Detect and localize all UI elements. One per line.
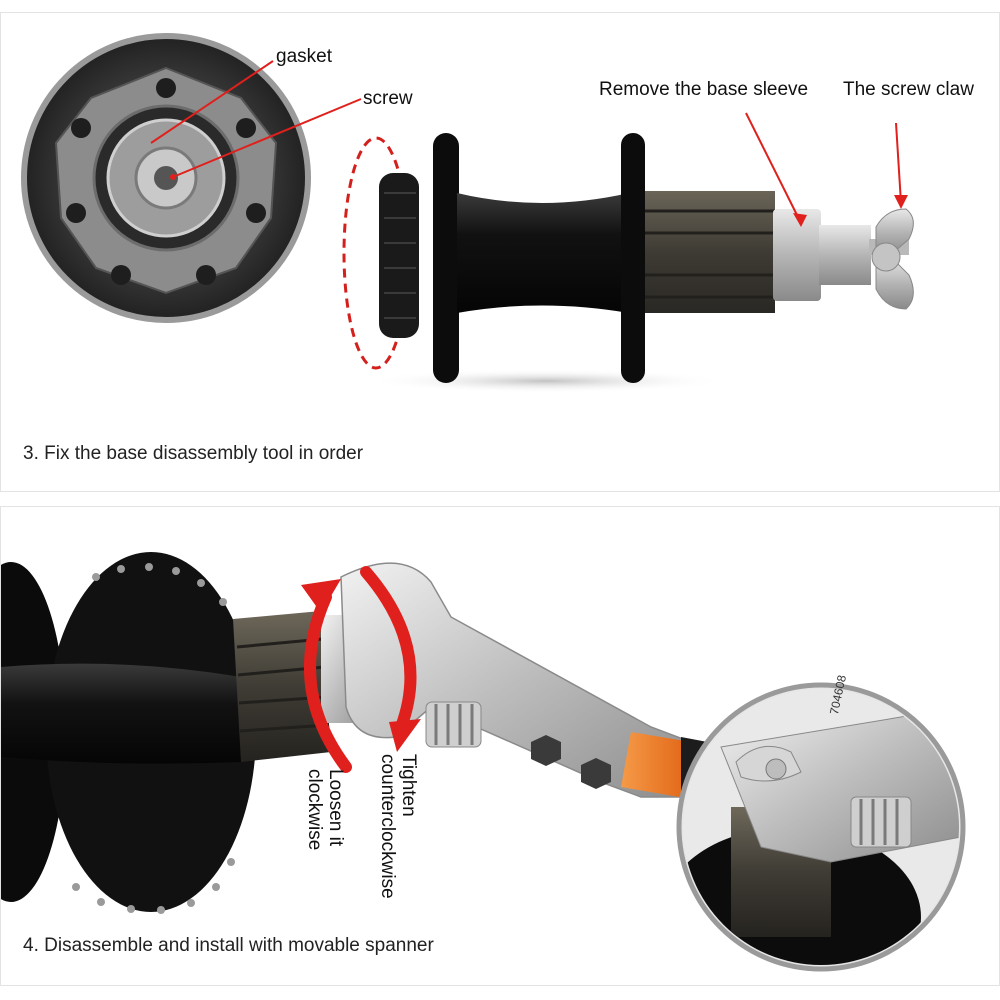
loosen-line-1: Loosen it bbox=[325, 769, 346, 847]
step4-caption: 4. Disassemble and install with movable … bbox=[23, 935, 434, 956]
step4-illustration bbox=[1, 552, 966, 972]
tighten-label: Tighten counterclockwise bbox=[377, 754, 419, 899]
gasket-label: gasket bbox=[276, 46, 332, 67]
loosen-line-2: clockwise bbox=[304, 769, 325, 851]
closeup-inset bbox=[21, 33, 362, 323]
step3-illustration bbox=[21, 33, 914, 393]
loosen-arrowhead bbox=[301, 579, 341, 613]
tighten-line-2: counterclockwise bbox=[377, 754, 398, 899]
screw-claw-label: The screw claw bbox=[843, 79, 974, 100]
screw-label: screw bbox=[363, 88, 413, 109]
tighten-arrowhead bbox=[389, 719, 421, 752]
step3-panel: gasket screw Remove the base sleeve The … bbox=[0, 12, 1000, 492]
rotation-arrows bbox=[304, 566, 417, 773]
rear-hub bbox=[379, 133, 914, 383]
loosen-label: Loosen it clockwise bbox=[304, 769, 346, 850]
spanner-closeup-inset bbox=[676, 682, 966, 972]
remove-sleeve-label: Remove the base sleeve bbox=[599, 79, 809, 100]
step3-caption: 3. Fix the base disassembly tool in orde… bbox=[23, 443, 364, 464]
step4-panel: 704608 Loosen it clockwise Tighten count… bbox=[0, 506, 1000, 986]
tighten-line-1: Tighten bbox=[398, 754, 419, 817]
